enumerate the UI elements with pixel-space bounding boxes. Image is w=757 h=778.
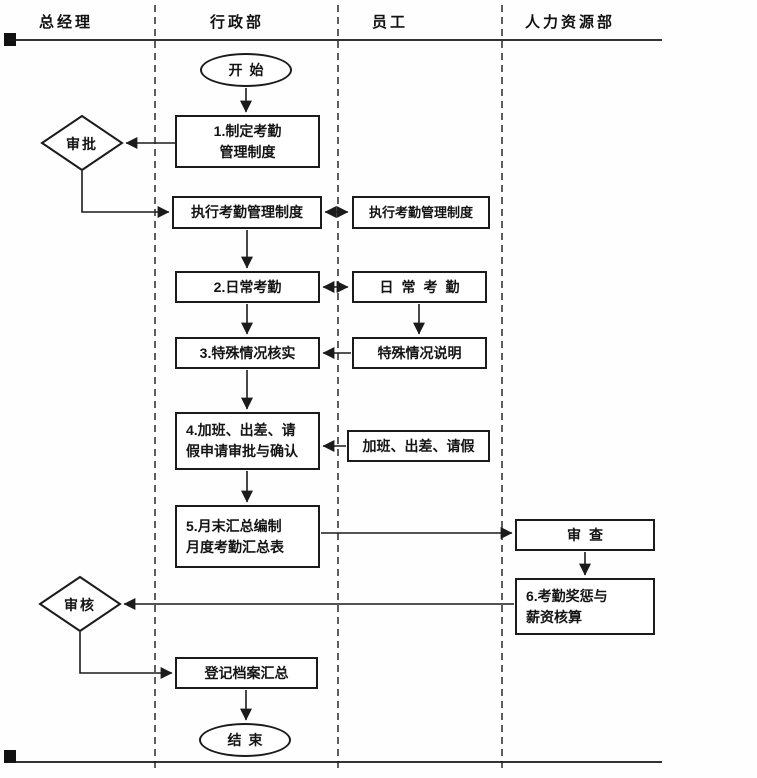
lane-title-admin-dept: 行政部 (209, 14, 264, 31)
node-start: 开始 (200, 53, 292, 87)
node-monthly-summary-sheet: 5.月末汇总编制 月度考勤汇总表 (175, 505, 320, 568)
node-audit-decision-label: 审核 (64, 597, 96, 613)
node-daily-attendance-admin: 2.日常考勤 (175, 271, 320, 303)
node-reward-penalty-payroll: 6.考勤奖惩与 薪资核算 (515, 578, 655, 635)
node-verify-special-cases: 3.特殊情况核实 (175, 337, 320, 369)
lane-dividers (154, 5, 503, 771)
node-explain-special-cases: 特殊情况说明 (352, 337, 487, 369)
lane-title-employee: 员工 (371, 14, 408, 31)
node-register-archive-summary: 登记档案汇总 (175, 657, 318, 689)
node-daily-attendance-employee: 日常考勤 (352, 271, 487, 303)
connector-arrows (79, 88, 591, 721)
node-establish-attendance-rules: 1.制定考勤 管理制度 (175, 115, 320, 168)
node-approve-ot-trip-leave: 4.加班、出差、请 假申请审批与确认 (175, 412, 320, 470)
node-ot-trip-leave-requests: 加班、出差、请假 (347, 430, 490, 462)
node-approve-decision-label: 审批 (66, 136, 98, 152)
lane-title-general-manager: 总经理 (38, 14, 93, 31)
approve-diamond-shape (40, 114, 124, 172)
audit-diamond-shape (38, 575, 122, 633)
node-end: 结束 (199, 723, 291, 757)
scan-marks (4, 33, 16, 763)
node-execute-rules-employee: 执行考勤管理制度 (352, 196, 490, 229)
lane-title-hr-dept: 人力资源部 (524, 14, 615, 31)
node-hr-review: 审查 (515, 519, 655, 551)
frame-rules (8, 39, 662, 763)
node-execute-rules-admin: 执行考勤管理制度 (172, 196, 322, 229)
